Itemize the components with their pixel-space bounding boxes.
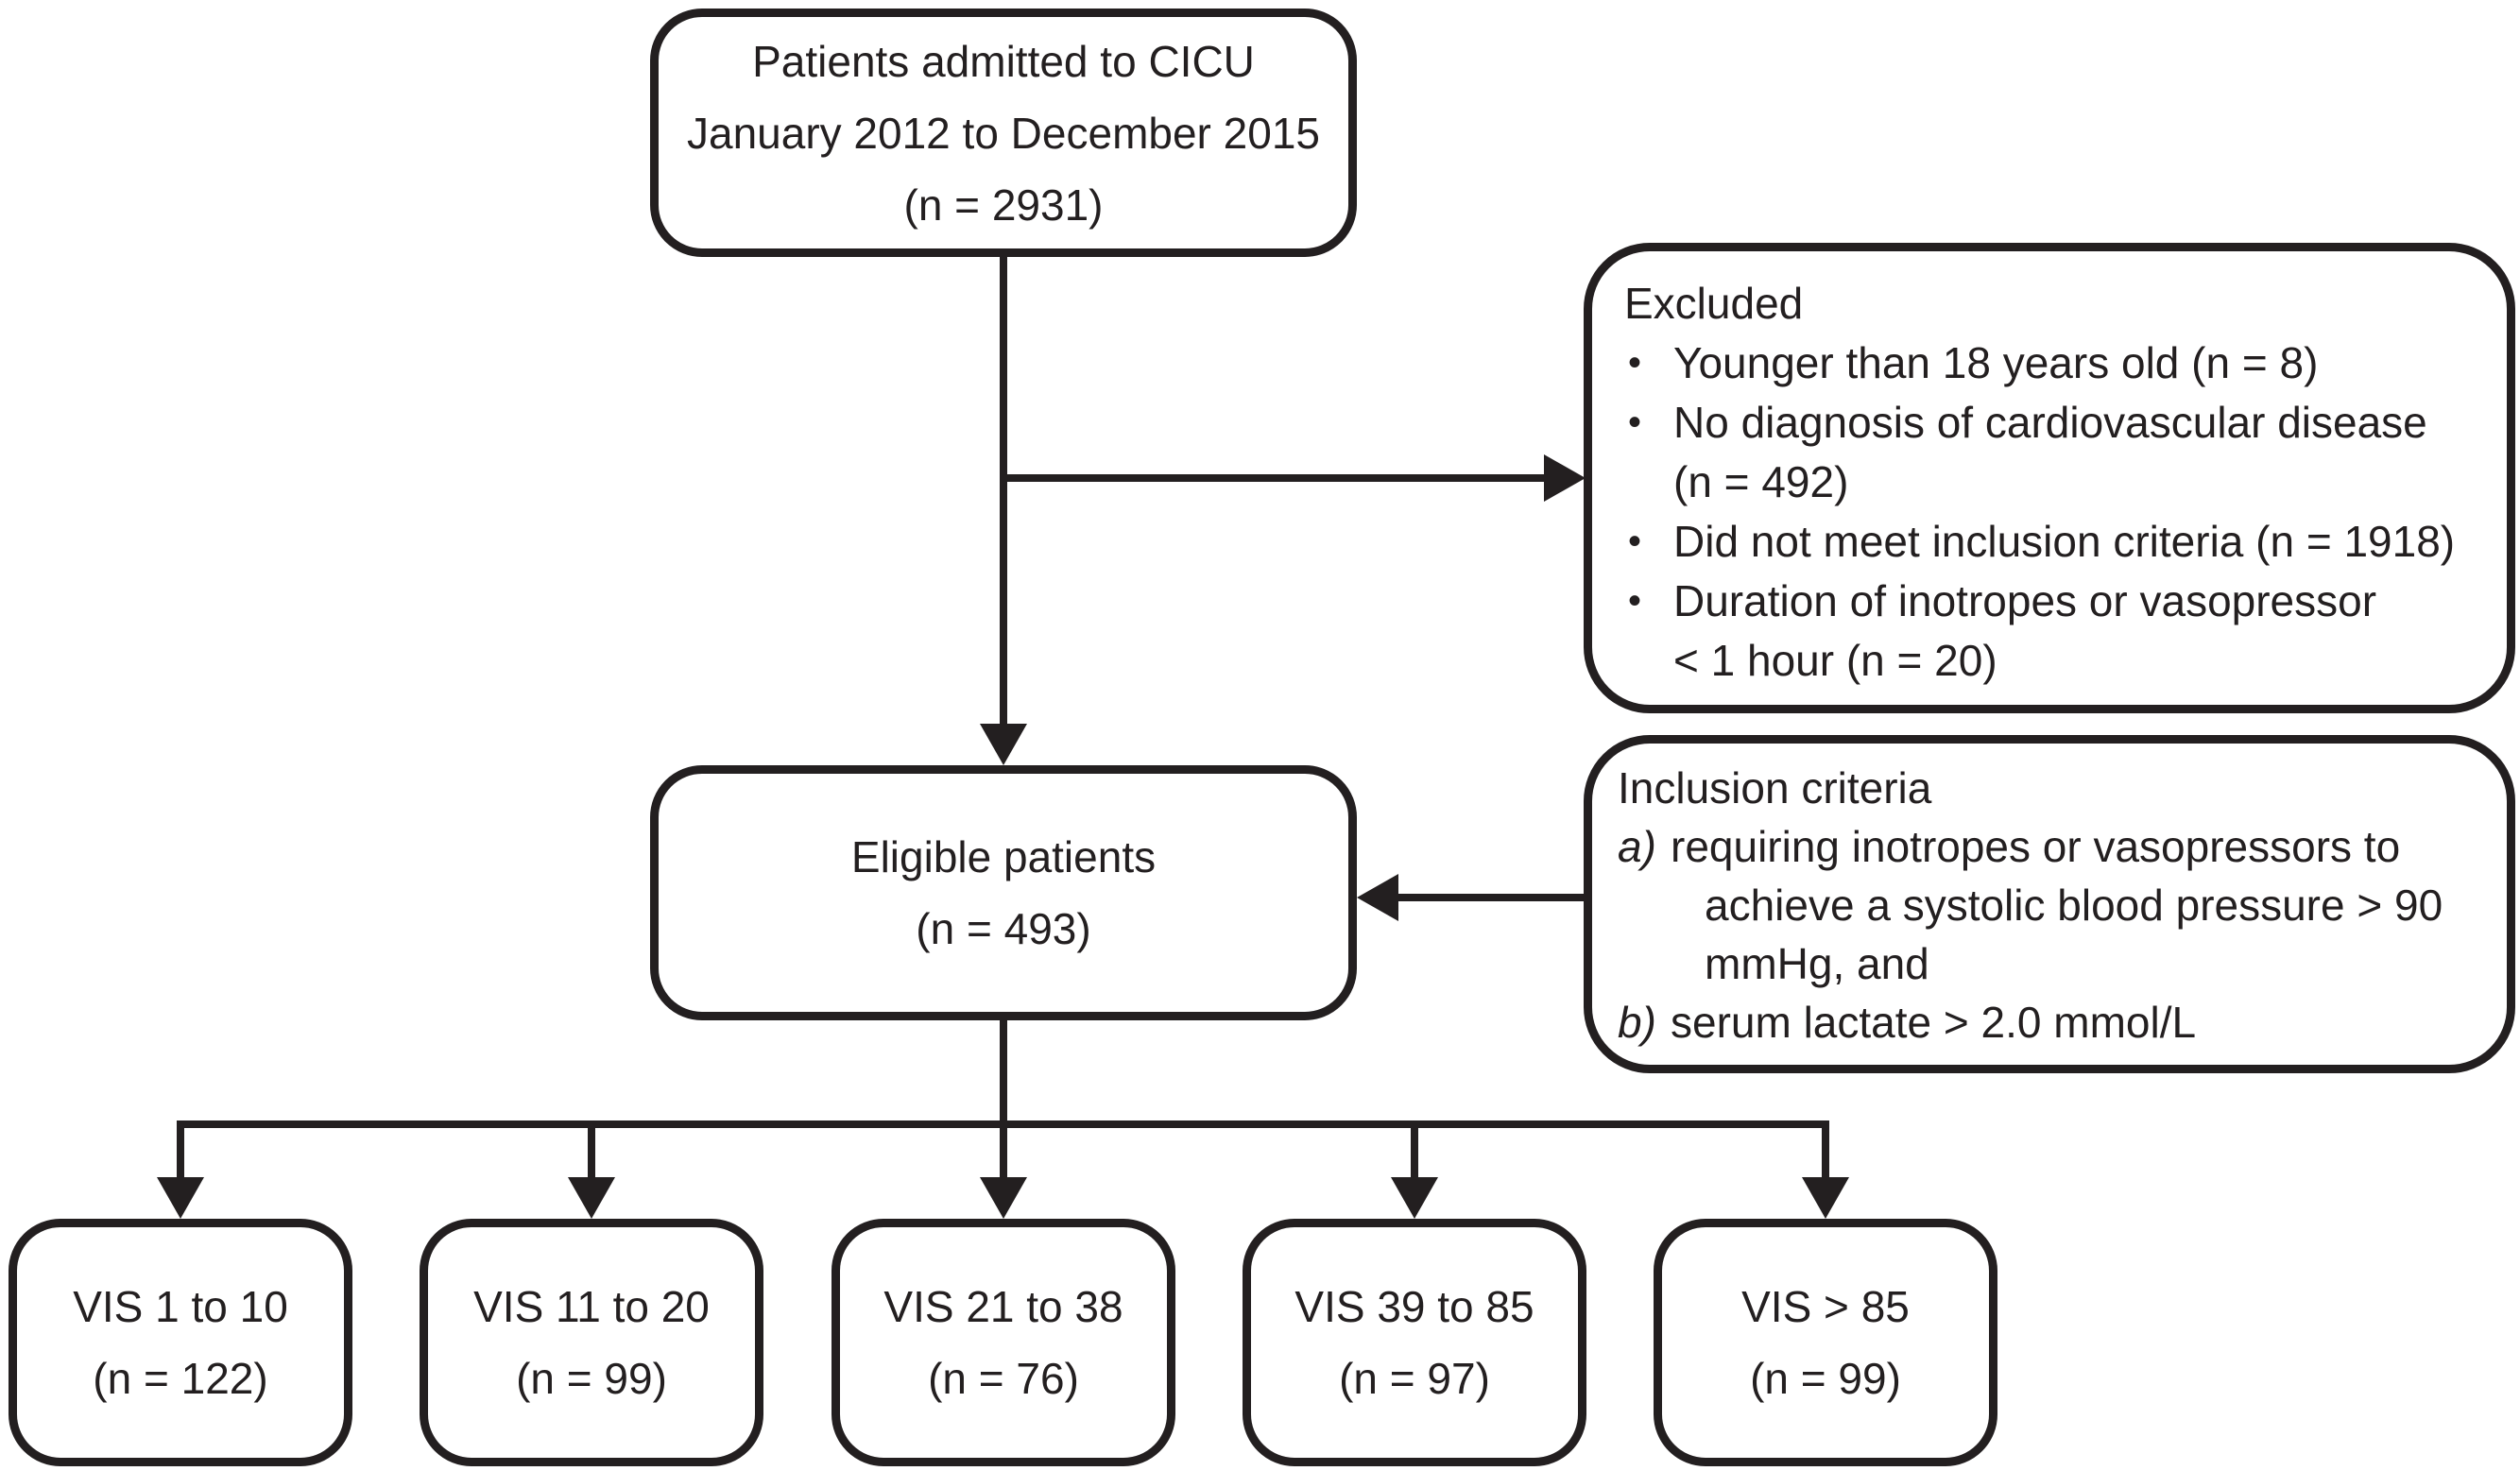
vis-range-count: (n = 99) bbox=[1750, 1354, 1901, 1403]
connector-inclusion-to-eligible-line bbox=[1393, 894, 1584, 901]
inclusion-item-a: a) requiring inotropes or vasopressors t… bbox=[1618, 817, 2484, 993]
arrowhead-vis-4-icon bbox=[1391, 1177, 1438, 1219]
vis-range-label: VIS > 85 bbox=[1741, 1282, 1910, 1331]
arrowhead-vis-1-icon bbox=[157, 1177, 204, 1219]
box-patients-admitted: Patients admitted to CICU January 2012 t… bbox=[650, 9, 1357, 257]
excluded-item: • Duration of inotropes or vasopressor <… bbox=[1624, 572, 2480, 691]
box-excluded: Excluded • Younger than 18 years old (n … bbox=[1584, 243, 2515, 713]
drop-line-vis-1 bbox=[177, 1120, 184, 1181]
box-inclusion-criteria: Inclusion criteria a) requiring inotrope… bbox=[1584, 735, 2515, 1073]
drop-line-vis-2 bbox=[588, 1120, 595, 1181]
vis-range-label: VIS 21 to 38 bbox=[883, 1282, 1123, 1331]
box-vis-11-to-20: VIS 11 to 20 (n = 99) bbox=[420, 1219, 763, 1466]
vis-range-count: (n = 97) bbox=[1339, 1354, 1490, 1403]
arrowhead-into-excluded-icon bbox=[1544, 454, 1586, 502]
drop-line-vis-5 bbox=[1822, 1120, 1829, 1181]
box-eligible-patients: Eligible patients (n = 493) bbox=[650, 765, 1357, 1020]
eligible-patients-label: Eligible patients bbox=[850, 832, 1157, 881]
inclusion-item-b: b) serum lactate > 2.0 mmol/L bbox=[1618, 993, 2484, 1052]
box-vis-over-85: VIS > 85 (n = 99) bbox=[1654, 1219, 1997, 1466]
excluded-item-text: Younger than 18 years old (n = 8) bbox=[1673, 338, 2319, 387]
excluded-item-text: No diagnosis of cardiovascular disease bbox=[1673, 398, 2427, 447]
vis-range-label: VIS 1 to 10 bbox=[73, 1282, 288, 1331]
excluded-item: • No diagnosis of cardiovascular disease… bbox=[1624, 393, 2480, 512]
excluded-title: Excluded bbox=[1624, 279, 1804, 328]
arrowhead-vis-2-icon bbox=[568, 1177, 615, 1219]
excluded-item-text-cont: < 1 hour (n = 20) bbox=[1673, 636, 1997, 685]
inclusion-item-a-text-cont: mmHg, and bbox=[1705, 939, 1929, 988]
excluded-item: • Did not meet inclusion criteria (n = 1… bbox=[1624, 512, 2480, 572]
excluded-content: Excluded • Younger than 18 years old (n … bbox=[1592, 251, 2507, 691]
inclusion-item-a-text-cont: achieve a systolic blood pressure > 90 bbox=[1705, 881, 2443, 930]
bullet-icon: • bbox=[1628, 342, 1642, 384]
bullet-icon: • bbox=[1628, 580, 1642, 622]
connector-top-to-eligible-line bbox=[1000, 254, 1007, 727]
box-vis-39-to-85: VIS 39 to 85 (n = 97) bbox=[1243, 1219, 1586, 1466]
eligible-patients-count: (n = 493) bbox=[916, 904, 1091, 953]
bullet-icon: • bbox=[1628, 402, 1642, 443]
excluded-item-text-cont: (n = 492) bbox=[1673, 457, 1849, 506]
connector-to-excluded-line bbox=[1000, 474, 1546, 482]
arrowhead-into-eligible-icon bbox=[980, 724, 1027, 765]
inclusion-item-b-marker: b) bbox=[1618, 998, 1656, 1047]
inclusion-item-b-text: serum lactate > 2.0 mmol/L bbox=[1671, 998, 2197, 1047]
drop-line-vis-3 bbox=[1000, 1120, 1007, 1181]
arrowhead-into-eligible-right-icon bbox=[1357, 874, 1398, 921]
box-vis-21-to-38: VIS 21 to 38 (n = 76) bbox=[831, 1219, 1175, 1466]
inclusion-content: Inclusion criteria a) requiring inotrope… bbox=[1592, 744, 2507, 1052]
vis-range-label: VIS 11 to 20 bbox=[473, 1282, 710, 1331]
vis-range-label: VIS 39 to 85 bbox=[1294, 1282, 1534, 1331]
vis-range-count: (n = 99) bbox=[516, 1354, 667, 1403]
vis-range-count: (n = 122) bbox=[93, 1354, 268, 1403]
patients-admitted-count: (n = 2931) bbox=[903, 180, 1104, 230]
excluded-item-text: Did not meet inclusion criteria (n = 191… bbox=[1673, 517, 2456, 566]
arrowhead-vis-5-icon bbox=[1802, 1177, 1849, 1219]
patients-admitted-line-1: Patients admitted to CICU bbox=[752, 36, 1255, 86]
connector-eligible-to-distributor-line bbox=[1000, 1020, 1007, 1128]
excluded-item: • Younger than 18 years old (n = 8) bbox=[1624, 334, 2480, 393]
inclusion-title: Inclusion criteria bbox=[1618, 763, 1932, 812]
vis-range-count: (n = 76) bbox=[928, 1354, 1079, 1403]
patients-admitted-line-2: January 2012 to December 2015 bbox=[687, 108, 1320, 158]
excluded-item-text: Duration of inotropes or vasopressor bbox=[1673, 576, 2377, 625]
drop-line-vis-4 bbox=[1411, 1120, 1418, 1181]
bullet-icon: • bbox=[1628, 521, 1642, 562]
box-vis-1-to-10: VIS 1 to 10 (n = 122) bbox=[9, 1219, 352, 1466]
inclusion-item-a-marker: a) bbox=[1618, 822, 1656, 871]
arrowhead-vis-3-icon bbox=[980, 1177, 1027, 1219]
inclusion-item-a-text: requiring inotropes or vasopressors to bbox=[1671, 822, 2401, 871]
